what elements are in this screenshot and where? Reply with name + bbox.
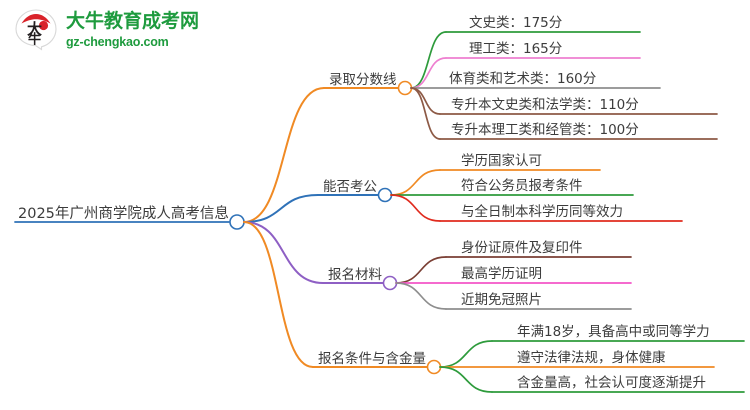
branch-node-4-label: 报名条件与含金量 [318,351,426,367]
svg-text:大: 大 [27,20,42,38]
daniu-logo-icon: 大 牛 [14,8,58,52]
leaf-node-1-3[interactable]: 体育类和艺术类：160分 [446,71,599,90]
leaf-node-2-1[interactable]: 学历国家认可 [458,153,545,172]
leaf-node-4-2-label: 遵守法律法规，身体健康 [517,350,666,366]
leaf-node-3-3[interactable]: 近期免冠照片 [458,292,545,311]
leaf-node-1-5-label: 专升本理工类和经管类：100分 [451,122,639,138]
leaf-node-1-3-label: 体育类和艺术类：160分 [449,71,597,87]
leaf-node-3-1[interactable]: 身份证原件及复印件 [458,240,586,259]
leaf-node-2-1-label: 学历国家认可 [461,153,542,169]
leaf-node-2-2-label: 符合公务员报考条件 [461,178,583,194]
leaf-node-3-1-label: 身份证原件及复印件 [461,240,583,256]
leaf-node-4-3-label: 含金量高，社会认可度逐渐提升 [517,375,706,391]
branch-node-3[interactable]: 报名材料 [325,267,385,286]
leaf-node-2-2[interactable]: 符合公务员报考条件 [458,178,586,197]
site-logo: 大 牛 大牛教育成考网 gz-chengkao.com [14,8,199,52]
branch-node-1-label: 录取分数线 [329,72,397,88]
leaf-node-4-1[interactable]: 年满18岁，具备高中或同等学力 [514,324,713,343]
leaf-node-4-2[interactable]: 遵守法律法规，身体健康 [514,350,669,369]
svg-text:牛: 牛 [28,32,41,48]
branch-node-1[interactable]: 录取分数线 [326,72,400,91]
leaf-node-1-4-label: 专升本文史类和法学类：110分 [451,97,639,113]
leaf-node-2-3-label: 与全日制本科学历同等效力 [461,204,623,220]
leaf-node-4-3[interactable]: 含金量高，社会认可度逐渐提升 [514,375,709,394]
leaf-node-1-1-label: 文史类：175分 [469,15,563,31]
leaf-node-3-3-label: 近期免冠照片 [461,292,542,308]
leaf-node-1-4[interactable]: 专升本文史类和法学类：110分 [448,97,642,116]
branch-node-4[interactable]: 报名条件与含金量 [315,351,429,370]
branch-node-2[interactable]: 能否考公 [320,179,380,198]
branch-node-3-label: 报名材料 [328,267,382,283]
leaf-node-1-1[interactable]: 文史类：175分 [466,15,565,34]
root-node[interactable]: 2025年广州商学院成人高考信息 [15,207,232,225]
leaf-node-3-2-label: 最高学历证明 [461,266,542,282]
leaf-node-4-1-label: 年满18岁，具备高中或同等学力 [517,324,710,340]
logo-title: 大牛教育成考网 [66,9,200,32]
root-node-label: 2025年广州商学院成人高考信息 [18,206,229,222]
leaf-node-2-3[interactable]: 与全日制本科学历同等效力 [458,204,626,223]
leaf-node-1-2-label: 理工类：165分 [469,41,563,57]
branch-node-2-label: 能否考公 [323,179,377,195]
leaf-node-1-2[interactable]: 理工类：165分 [466,41,565,60]
leaf-node-1-5[interactable]: 专升本理工类和经管类：100分 [448,122,642,141]
logo-domain: gz-chengkao.com [66,34,169,49]
leaf-node-3-2[interactable]: 最高学历证明 [458,266,545,285]
